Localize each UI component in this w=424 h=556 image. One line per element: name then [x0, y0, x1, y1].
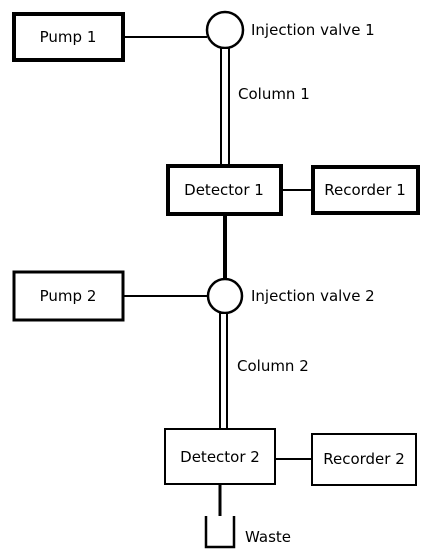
column-1-tube [220, 47, 230, 177]
injection-valve-2-label: Injection valve 2 [251, 287, 375, 305]
injection-valve-2-circle [206, 277, 244, 315]
pump-1-label: Pump 1 [40, 28, 97, 46]
pump-1-box [12, 12, 125, 62]
column-2-tube [219, 312, 228, 430]
pump-2-label: Pump 2 [40, 287, 97, 305]
injection-valve-1-label: Injection valve 1 [251, 21, 375, 39]
detector-2-box [164, 428, 276, 485]
detector-1-label: Detector 1 [184, 181, 264, 199]
recorder-2-label: Recorder 2 [323, 450, 405, 468]
recorder-1-box [311, 165, 420, 215]
column-2-label: Column 2 [237, 357, 309, 375]
pump-2-box [12, 270, 125, 322]
column-1-label: Column 1 [238, 85, 310, 103]
detector-2-label: Detector 2 [180, 448, 260, 466]
recorder-2-box [311, 433, 417, 486]
recorder-1-label: Recorder 1 [324, 181, 406, 199]
waste-container [204, 516, 236, 549]
injection-valve-1-circle [205, 10, 245, 50]
waste-label: Waste [245, 528, 291, 546]
